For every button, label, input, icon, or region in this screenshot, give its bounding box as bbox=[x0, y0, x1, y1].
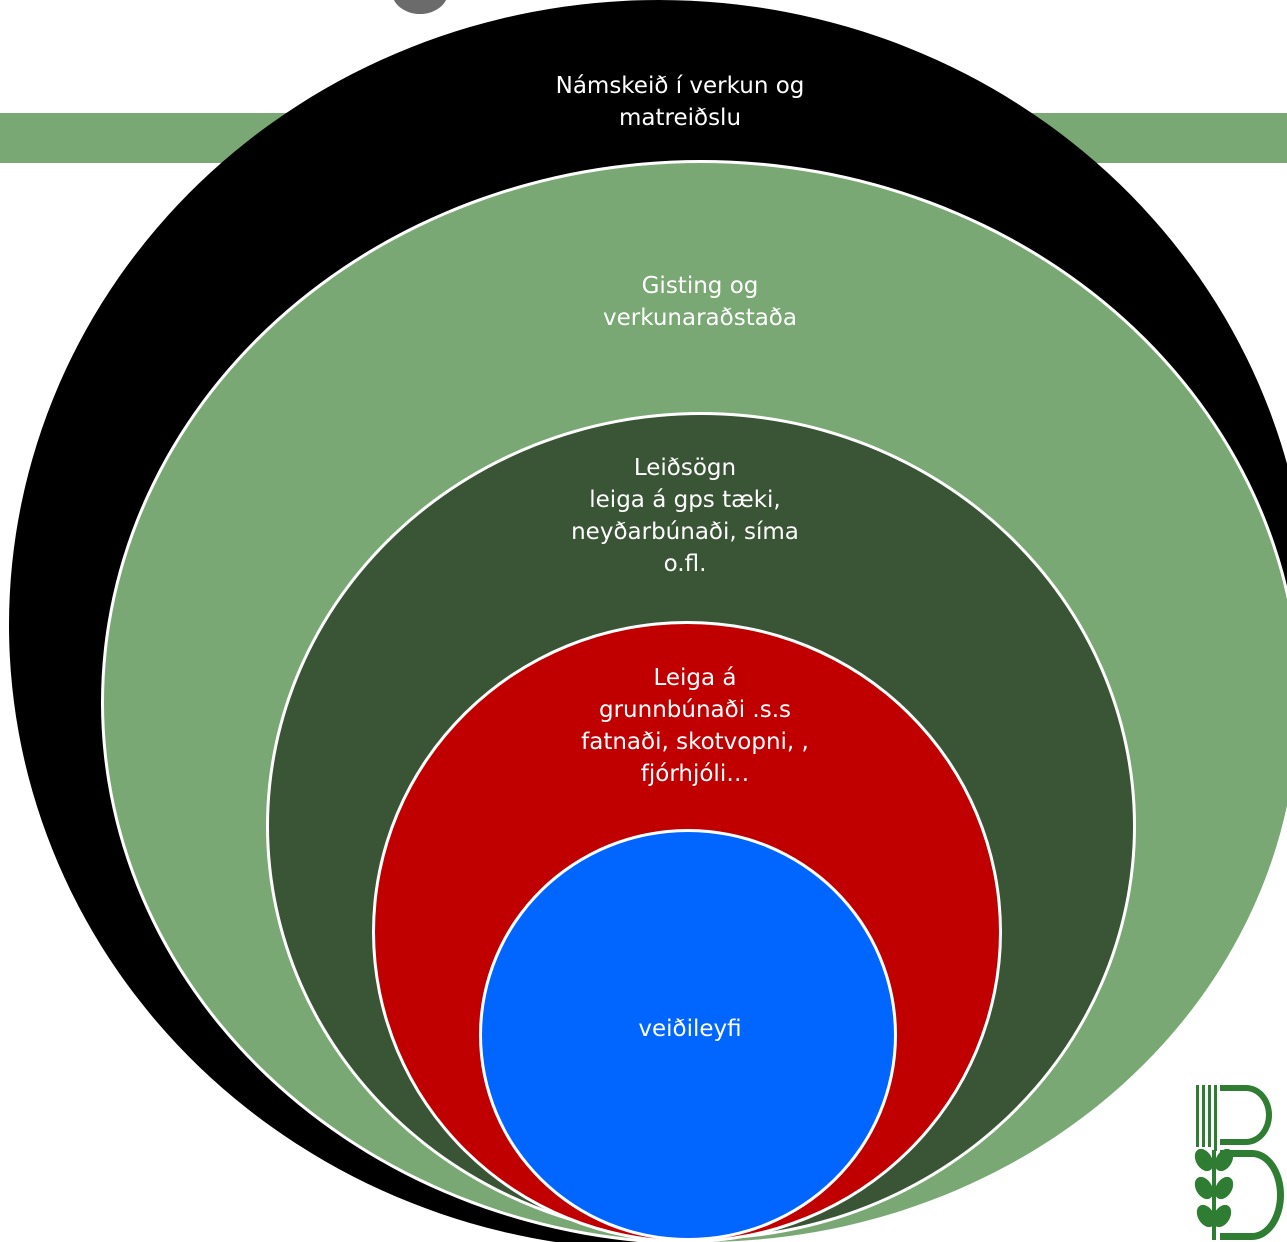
layer-outer-label: Námskeið í verkun og matreiðslu bbox=[555, 73, 805, 131]
layer-core-label: veiðileyfi bbox=[638, 1016, 742, 1042]
layer-3-label: Leiðsögn leiga á gps tæki, neyðarbúnaði,… bbox=[571, 455, 799, 577]
layer-2-label: Gisting og verkunaraðstaða bbox=[603, 273, 797, 331]
layer-core-circle bbox=[479, 829, 897, 1241]
title-fragment-o-icon bbox=[392, 0, 448, 14]
wheat-b-logo-icon bbox=[1194, 1085, 1284, 1240]
layer-4-label: Leiga á grunnbúnaði .s.s fatnaði, skotvo… bbox=[581, 665, 809, 787]
